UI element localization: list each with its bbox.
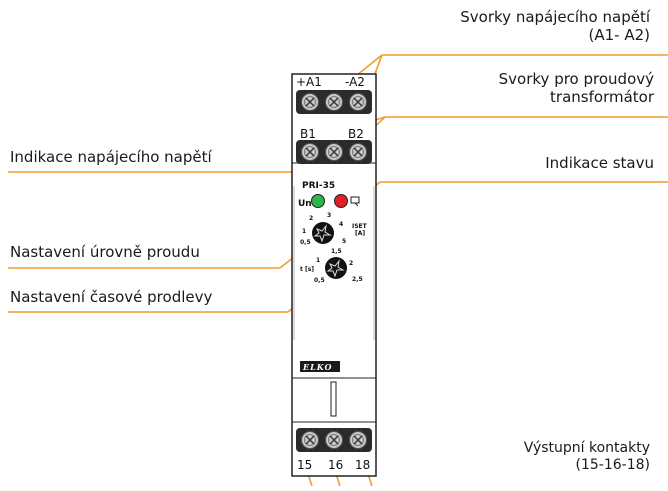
callout-output-contacts-line1: Výstupní kontakty [523, 440, 650, 456]
callout-ct-terminals: Svorky pro proudový transformátor [499, 70, 654, 106]
callout-output-contacts: Výstupní kontakty (15-16-18) [524, 440, 650, 474]
time-scale-1: 1 [316, 257, 320, 264]
screw-terminal-a2[interactable] [349, 93, 367, 111]
current-scale-1: 1 [302, 228, 306, 235]
led-status-indicator [334, 194, 348, 208]
iset-unit: [A] [355, 230, 365, 237]
current-scale-4: 4 [339, 221, 343, 228]
callout-supply-indication: Indikace napájecího napětí [10, 148, 212, 166]
svg-text:ELKO: ELKO [302, 362, 332, 372]
label-out-18: 18 [355, 458, 370, 472]
label-plus-a1: +A1 [296, 75, 322, 89]
iset-label: ISET [352, 223, 368, 230]
callout-status-indication: Indikace stavu [545, 154, 654, 172]
terminal-block-output [296, 428, 372, 452]
callout-output-contacts-line2: (15-16-18) [575, 457, 650, 473]
relay-symbol-icon [350, 196, 360, 207]
knob-pointer-icon [313, 224, 332, 243]
time-scale-2-5: 2,5 [352, 276, 363, 283]
time-delay-knob[interactable] [325, 257, 347, 279]
current-level-knob[interactable] [312, 222, 334, 244]
cover-slot [330, 381, 337, 417]
led-un-label: Un [298, 199, 312, 209]
current-scale-0-5: 0,5 [300, 239, 311, 246]
callout-ct-terminals-line1: Svorky pro proudový [498, 70, 654, 88]
screw-terminal-b1[interactable] [301, 143, 319, 161]
time-label: t [s] [300, 266, 314, 273]
screw-terminal-16[interactable] [325, 431, 343, 449]
label-b1: B1 [300, 127, 316, 141]
callout-ct-terminals-line2: transformátor [550, 88, 654, 106]
callout-supply-terminals-line2: (A1- A2) [588, 26, 651, 44]
time-scale-2: 2 [349, 260, 353, 267]
callout-current-level: Nastavení úrovně proudu [10, 243, 200, 261]
model-label: PRI-35 [302, 181, 335, 191]
label-minus-a2: -A2 [345, 75, 365, 89]
terminal-block-supply [296, 90, 372, 114]
label-out-15: 15 [297, 458, 312, 472]
screw-terminal-a1[interactable] [301, 93, 319, 111]
label-out-16: 16 [328, 458, 343, 472]
callout-supply-terminals: Svorky napájecího napětí (A1- A2) [460, 8, 650, 44]
led-supply-indicator [311, 194, 325, 208]
screw-terminal-mid[interactable] [325, 93, 343, 111]
screw-terminal-15[interactable] [301, 431, 319, 449]
screw-terminal-18[interactable] [349, 431, 367, 449]
current-scale-5: 5 [342, 238, 346, 245]
callout-time-delay: Nastavení časové prodlevy [10, 288, 213, 306]
callout-supply-terminals-line1: Svorky napájecího napětí [460, 8, 650, 26]
brand-logo: ELKO [300, 361, 340, 372]
time-scale-0-5: 0,5 [314, 277, 325, 284]
current-scale-3: 3 [327, 212, 331, 219]
label-b2: B2 [348, 127, 364, 141]
knob-pointer-icon [326, 259, 345, 278]
screw-terminal-ct-mid[interactable] [325, 143, 343, 161]
current-scale-2: 2 [309, 215, 313, 222]
time-scale-1-5: 1,5 [331, 248, 342, 255]
terminal-block-ct [296, 140, 372, 164]
screw-terminal-b2[interactable] [349, 143, 367, 161]
